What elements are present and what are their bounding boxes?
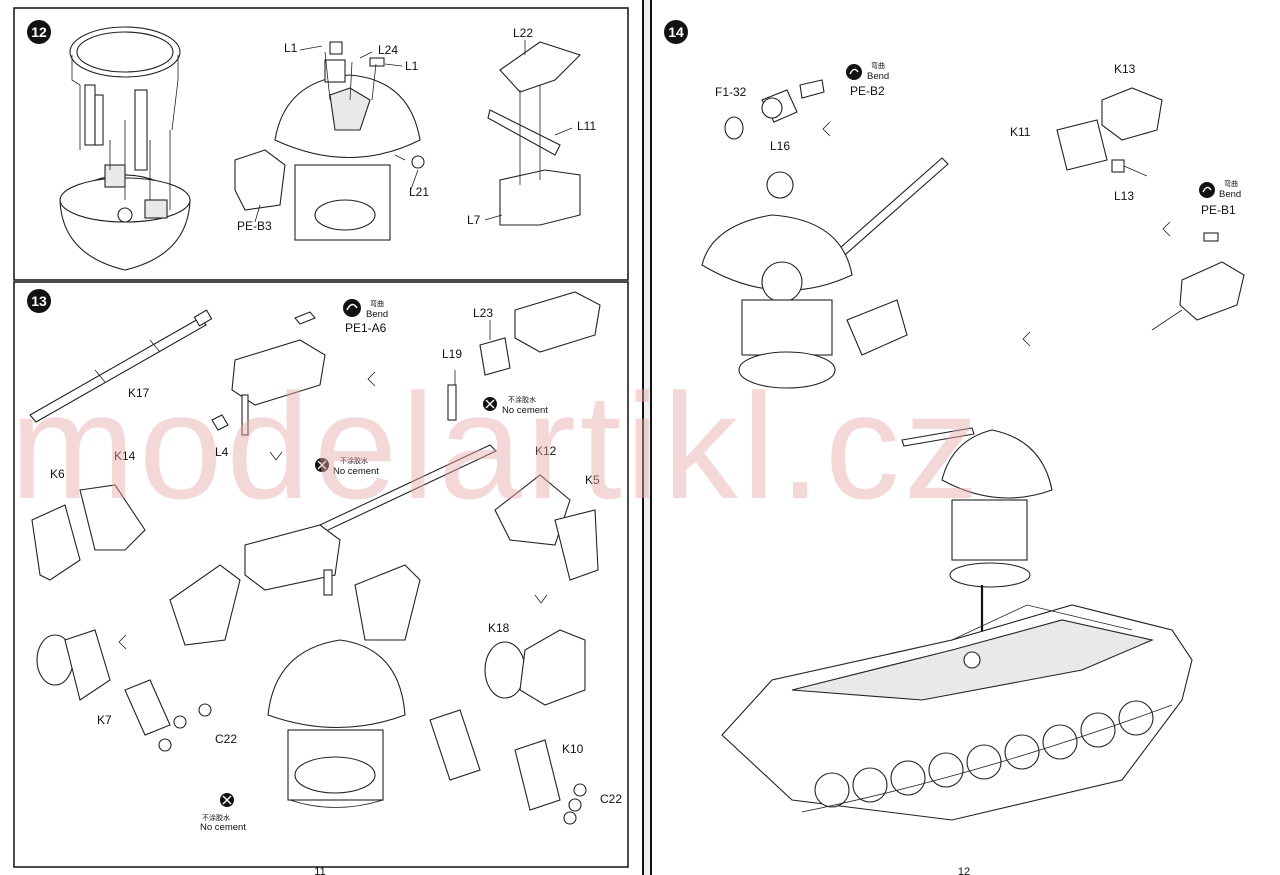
label-l22: L22 bbox=[513, 26, 533, 40]
step12-badge: 12 bbox=[27, 20, 51, 44]
no-cement-label-en: No cement bbox=[200, 822, 246, 833]
no-cement-label-en: No cement bbox=[333, 466, 379, 477]
turret-dome-assembled-drawing bbox=[267, 639, 406, 808]
direction-arrow-icon bbox=[367, 371, 376, 387]
right-page-drawing: 14 F1-32 L16 弯曲 Bend PE-B2 K13 K11 L13 弯… bbox=[664, 20, 1245, 875]
plate-k18-drawing bbox=[484, 629, 586, 706]
direction-arrow-icon bbox=[534, 594, 548, 604]
sight-box-drawing bbox=[1151, 232, 1245, 331]
no-cement-icon bbox=[220, 793, 234, 807]
bend-label-en: Bend bbox=[867, 71, 889, 82]
step13-badge: 13 bbox=[27, 289, 51, 313]
bend-icon bbox=[846, 64, 862, 80]
direction-arrow-icon bbox=[118, 634, 127, 650]
label-l16: L16 bbox=[770, 139, 790, 153]
right-instruction-page: 14 F1-32 L16 弯曲 Bend PE-B2 K13 K11 L13 弯… bbox=[652, 0, 1280, 875]
bend-label-cn: 弯曲 bbox=[370, 299, 384, 308]
bend-label-cn: 弯曲 bbox=[871, 61, 885, 70]
label-k7: K7 bbox=[97, 713, 112, 727]
plate-k10-drawing bbox=[429, 709, 587, 825]
plate-k7-drawing bbox=[36, 629, 212, 752]
label-pe-b3: PE-B3 bbox=[237, 219, 272, 233]
label-l11: L11 bbox=[577, 119, 596, 133]
label-l1-b: L1 bbox=[405, 59, 419, 73]
step12-bracket-drawing bbox=[487, 41, 582, 226]
direction-arrow-icon bbox=[1022, 331, 1031, 347]
step14-badge: 14 bbox=[664, 20, 688, 44]
label-pe-b2: PE-B2 bbox=[850, 84, 885, 98]
no-cement-label-en: No cement bbox=[502, 405, 548, 416]
side-plates-k12-k5-drawing bbox=[494, 474, 599, 581]
label-l21: L21 bbox=[409, 185, 429, 199]
searchlight-drawing bbox=[724, 79, 825, 140]
sight-assembly-drawing bbox=[447, 291, 601, 421]
no-cement-icon bbox=[483, 397, 497, 411]
bend-icon bbox=[343, 299, 361, 317]
label-k13: K13 bbox=[1114, 62, 1136, 76]
label-k14: K14 bbox=[114, 449, 136, 463]
no-cement-label-cn: 不涂胶水 bbox=[508, 395, 536, 404]
step13-frame bbox=[13, 281, 629, 868]
label-f1-32: F1-32 bbox=[715, 85, 747, 99]
label-l19: L19 bbox=[442, 347, 462, 361]
bend-label-en: Bend bbox=[366, 309, 388, 320]
no-cement-label-cn: 不涂胶水 bbox=[340, 456, 368, 465]
left-instruction-page: 12 L1 L24 L1 L22 L11 bbox=[13, 7, 629, 875]
svg-text:12: 12 bbox=[31, 24, 47, 40]
label-k18: K18 bbox=[488, 621, 510, 635]
svg-text:14: 14 bbox=[668, 24, 684, 40]
turret-dome-drawing bbox=[234, 41, 425, 241]
label-pe1-a6: PE1-A6 bbox=[345, 321, 387, 335]
page-gutter bbox=[642, 0, 652, 875]
turret-upper-drawing bbox=[701, 157, 949, 389]
direction-arrow-icon bbox=[822, 121, 831, 137]
label-l13: L13 bbox=[1114, 189, 1134, 203]
bend-label-cn: 弯曲 bbox=[1224, 179, 1238, 188]
label-l1-a: L1 bbox=[284, 41, 298, 55]
turret-mid-drawing bbox=[901, 427, 1053, 655]
main-gun-drawing bbox=[244, 444, 497, 596]
label-k10: K10 bbox=[562, 742, 584, 756]
label-k5: K5 bbox=[585, 473, 600, 487]
label-c22-b: C22 bbox=[600, 792, 622, 806]
step12-frame bbox=[13, 7, 629, 281]
left-page-number: 11 bbox=[314, 866, 325, 875]
label-l4: L4 bbox=[215, 445, 229, 459]
direction-arrow-icon bbox=[1162, 221, 1171, 237]
no-cement-label-cn: 不涂胶水 bbox=[202, 813, 230, 822]
mount-plates-drawing bbox=[169, 564, 421, 646]
label-k17: K17 bbox=[128, 386, 150, 400]
label-l7: L7 bbox=[467, 213, 481, 227]
hull-drawing bbox=[721, 604, 1193, 821]
step12-leader-lines bbox=[254, 40, 573, 223]
road-wheels bbox=[814, 700, 1154, 808]
label-k11: K11 bbox=[1010, 125, 1031, 139]
turret-basket-drawing bbox=[59, 26, 191, 271]
left-page-drawing: 12 L1 L24 L1 L22 L11 bbox=[13, 7, 629, 875]
svg-text:13: 13 bbox=[31, 293, 47, 309]
no-cement-icon bbox=[315, 458, 329, 472]
label-l23: L23 bbox=[473, 306, 493, 320]
label-k12: K12 bbox=[535, 444, 557, 458]
bend-label-en: Bend bbox=[1219, 189, 1241, 200]
label-l24: L24 bbox=[378, 43, 398, 57]
label-pe-b1: PE-B1 bbox=[1201, 203, 1236, 217]
barrel-k17-drawing bbox=[29, 309, 213, 423]
right-page-number: 12 bbox=[958, 866, 970, 875]
gun-mount-drawing bbox=[211, 311, 326, 436]
label-c22-a: C22 bbox=[215, 732, 237, 746]
direction-arrow-icon bbox=[269, 451, 283, 461]
side-plates-k6-k14-drawing bbox=[31, 484, 146, 581]
label-k6: K6 bbox=[50, 467, 65, 481]
box-k11-k13-drawing bbox=[1056, 87, 1163, 177]
bend-icon bbox=[1199, 182, 1215, 198]
